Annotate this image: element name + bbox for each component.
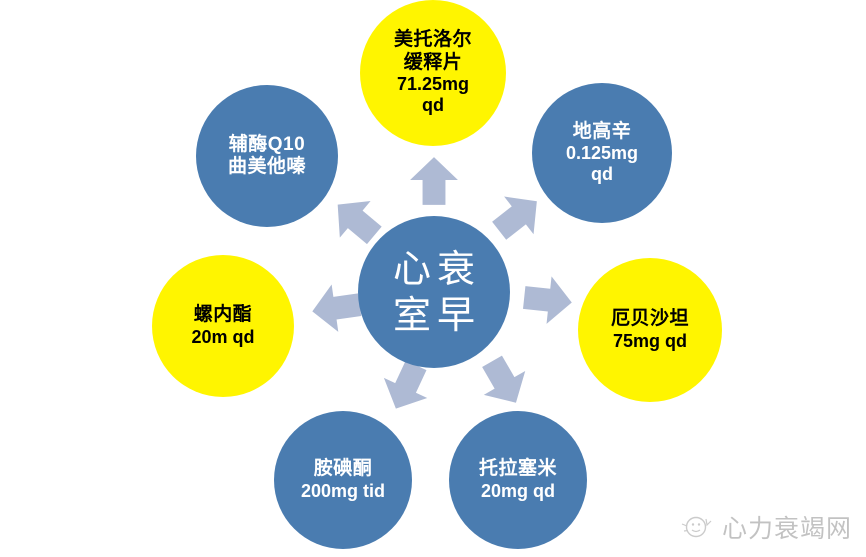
center-node-label-line2: 室早	[392, 293, 481, 337]
node-torasemide[interactable]: 托拉塞米 20mg qd	[449, 411, 587, 549]
node-metoprolol-dose-line1: 71.25mg	[396, 74, 470, 95]
center-node-label-line1: 心衰	[392, 246, 481, 291]
arrow-to-metoprolol	[408, 155, 460, 207]
node-irbesartan[interactable]: 厄贝沙坦 75mg qd	[578, 258, 722, 402]
arrow-to-coq10	[319, 183, 392, 256]
node-torasemide-name-line1: 托拉塞米	[478, 458, 557, 480]
watermark-text: 心力衰竭网	[721, 514, 852, 543]
watermark: 心力衰竭网	[680, 509, 852, 545]
node-amiodarone-dose-line1: 200mg tid	[300, 480, 386, 501]
node-metoprolol-name-line2: 缓释片	[403, 51, 463, 73]
node-metoprolol-dose-line2: qd	[422, 95, 444, 116]
arrow-to-spironolactone	[307, 279, 366, 338]
node-irbesartan-dose-line1: 75mg qd	[612, 330, 687, 351]
node-spironolactone[interactable]: 螺内酯 20m qd	[152, 255, 294, 397]
smiley-circle-icon	[680, 512, 714, 542]
arrow-to-digoxin	[482, 180, 555, 253]
center-node-heart-failure-pvc[interactable]: 心衰 室早	[358, 216, 510, 368]
arrow-to-amiodarone	[371, 352, 440, 421]
node-digoxin[interactable]: 地高辛 0.125mg qd	[532, 83, 672, 223]
arrow-to-torasemide	[468, 346, 539, 417]
node-digoxin-dose-line2: qd	[591, 164, 613, 185]
arrow-to-irbesartan	[519, 271, 576, 328]
node-digoxin-dose-line1: 0.125mg	[565, 142, 639, 163]
node-amiodarone[interactable]: 胺碘酮 200mg tid	[274, 411, 412, 549]
node-spironolactone-dose-line1: 20m qd	[191, 326, 255, 347]
node-metoprolol-name-line1: 美托洛尔	[393, 29, 472, 51]
node-digoxin-name-line1: 地高辛	[572, 120, 632, 142]
node-coq10-name-line1: 辅酶Q10	[228, 133, 306, 155]
node-amiodarone-name-line1: 胺碘酮	[313, 458, 373, 480]
node-torasemide-dose-line1: 20mg qd	[480, 480, 555, 501]
node-metoprolol[interactable]: 美托洛尔 缓释片 71.25mg qd	[360, 0, 506, 146]
node-coq10-name-line2: 曲美他嗪	[227, 156, 306, 177]
node-spironolactone-name-line1: 螺内酯	[193, 304, 253, 326]
node-coq10[interactable]: 辅酶Q10 曲美他嗪	[196, 85, 338, 227]
node-irbesartan-name-line1: 厄贝沙坦	[610, 308, 689, 330]
